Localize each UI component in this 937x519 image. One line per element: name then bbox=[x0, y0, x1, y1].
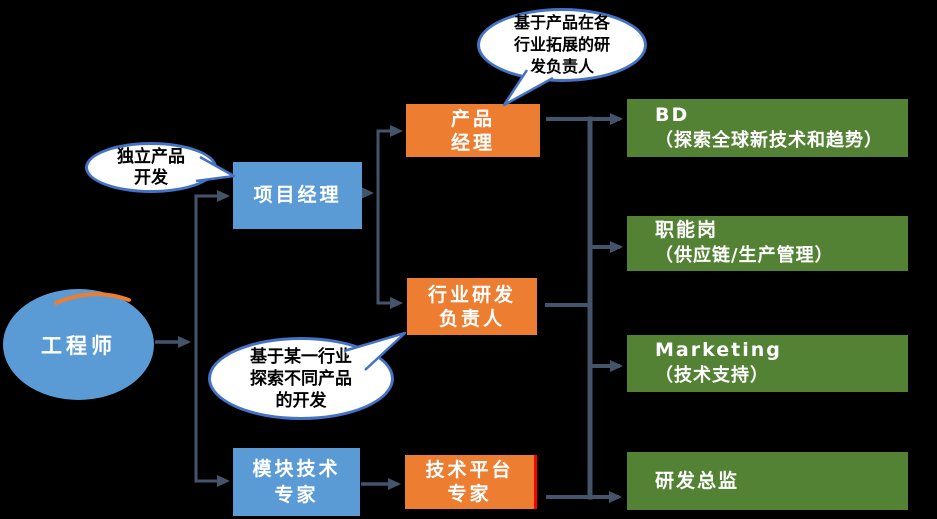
node-product-manager: 产品 经理 bbox=[406, 104, 540, 157]
node-project-manager-label: 项目经理 bbox=[253, 184, 342, 206]
callout-industry-exploration-line1: 基于某一行业 bbox=[250, 346, 352, 367]
callout-industry-exploration: 基于某一行业 探索不同产品 的开发 bbox=[208, 337, 394, 420]
node-product-manager-line2: 经理 bbox=[450, 131, 495, 154]
node-module-expert-line2: 专家 bbox=[274, 484, 319, 506]
node-industry-rd-lead-line1: 行业研发 bbox=[427, 283, 516, 306]
node-platform-expert-line1: 技术平台 bbox=[425, 459, 514, 481]
node-bd: BD （探索全球新技术和趋势） bbox=[627, 99, 908, 157]
callout-product-expansion-line1: 基于产品在各 bbox=[513, 13, 610, 32]
node-project-manager: 项目经理 bbox=[233, 162, 362, 229]
node-engineer-label: 工程师 bbox=[41, 333, 116, 358]
node-module-expert: 模块技术 专家 bbox=[233, 448, 360, 516]
node-platform-expert: 技术平台 专家 bbox=[405, 455, 537, 509]
node-industry-rd-lead: 行业研发 负责人 bbox=[407, 278, 537, 335]
callout-industry-exploration-line3: 的开发 bbox=[275, 390, 327, 411]
node-marketing-line1: Marketing bbox=[655, 339, 782, 361]
node-module-expert-line1: 模块技术 bbox=[252, 458, 341, 480]
node-functional-post-line1: 职能岗 bbox=[655, 219, 719, 241]
callout-independent-dev: 独立产品 开发 bbox=[85, 142, 217, 193]
node-rd-director: 研发总监 bbox=[627, 452, 908, 510]
node-marketing: Marketing （技术支持） bbox=[627, 335, 908, 392]
callout-independent-dev-line2: 开发 bbox=[134, 167, 168, 188]
node-rd-director-line1: 研发总监 bbox=[655, 469, 740, 492]
callout-product-expansion-line3: 发负责人 bbox=[529, 57, 594, 76]
node-functional-post-line2: （供应链/生产管理） bbox=[655, 245, 834, 266]
node-engineer: 工程师 bbox=[3, 289, 154, 400]
callout-product-expansion: 基于产品在各 行业拓展的研 发负责人 bbox=[477, 8, 647, 82]
node-platform-expert-line2: 专家 bbox=[447, 483, 492, 505]
callout-independent-dev-line1: 独立产品 bbox=[117, 146, 185, 167]
node-functional-post: 职能岗 （供应链/生产管理） bbox=[627, 216, 908, 271]
node-bd-line2: （探索全球新技术和趋势） bbox=[655, 129, 883, 151]
node-industry-rd-lead-line2: 负责人 bbox=[438, 307, 505, 330]
callout-industry-exploration-line2: 探索不同产品 bbox=[250, 368, 352, 389]
node-marketing-line2: （技术支持） bbox=[655, 365, 769, 386]
node-product-manager-line1: 产品 bbox=[450, 107, 495, 130]
callout-product-expansion-line2: 行业拓展的研 bbox=[513, 35, 610, 54]
node-bd-line1: BD bbox=[655, 103, 690, 126]
